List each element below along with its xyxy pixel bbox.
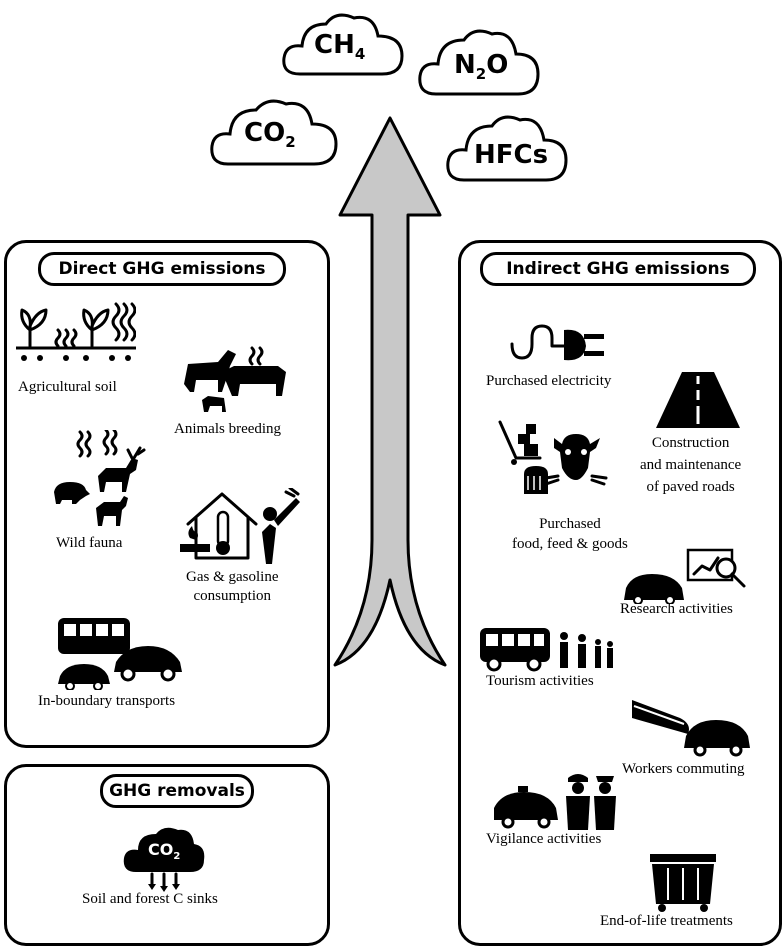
- ghg-removals-title: GHG removals: [100, 774, 254, 808]
- indirect-emissions-panel: [458, 240, 782, 946]
- label-tourism-activities: Tourism activities: [486, 673, 594, 689]
- gas-ch4: CH4: [314, 30, 366, 64]
- cloud-n2o: [418, 29, 540, 96]
- direct-emissions-title: Direct GHG emissions: [38, 252, 286, 286]
- agricultural-soil-icon: [16, 302, 136, 361]
- waste-container-icon: [650, 854, 716, 912]
- label-end-of-life: End-of-life treatments: [600, 913, 733, 929]
- label-vigilance-activities: Vigilance activities: [486, 831, 602, 847]
- vigilance-activities-icon: [494, 774, 616, 830]
- gas-hfcs: HFCs: [474, 140, 549, 170]
- label-soil-forest-sinks: Soil and forest C sinks: [82, 891, 218, 907]
- label-purchased-electricity: Purchased electricity: [486, 373, 612, 389]
- label-gas-gasoline: Gas & gasoline consumption: [186, 569, 279, 604]
- arrow-shape: [333, 116, 447, 667]
- indirect-emissions-title: Indirect GHG emissions: [480, 252, 756, 286]
- animals-breeding-icon: [184, 346, 286, 412]
- wild-fauna-icon: [54, 430, 146, 526]
- cloud-co2: [210, 99, 338, 166]
- research-activities-icon: [624, 548, 746, 604]
- label-wild-fauna: Wild fauna: [56, 535, 123, 551]
- emissions-arrow: [333, 116, 447, 667]
- paved-road-icon: [656, 372, 740, 428]
- label-agricultural-soil: Agricultural soil: [18, 379, 117, 395]
- label-animals-breeding: Animals breeding: [174, 421, 282, 437]
- label-in-boundary-transports: In-boundary transports: [38, 693, 176, 709]
- workers-commuting-icon: [632, 700, 750, 757]
- cloud-hfcs: [446, 115, 568, 182]
- co2-sink-label: CO2: [148, 840, 181, 863]
- gas-n2o: N2O: [454, 50, 509, 84]
- gas-consumption-icon: [180, 488, 300, 564]
- label-construction-roads: Construction and maintenance of paved ro…: [640, 435, 742, 495]
- label-workers-commuting: Workers commuting: [622, 761, 745, 777]
- label-purchased-food: Purchased food, feed & goods: [512, 516, 628, 552]
- tourism-activities-icon: [480, 628, 613, 672]
- gas-co2: CO2: [244, 118, 296, 152]
- label-research-activities: Research activities: [620, 601, 733, 617]
- co2-sink-cloud-icon: [123, 827, 205, 892]
- cloud-ch4: [282, 13, 404, 76]
- purchased-goods-icon: [498, 420, 608, 494]
- electric-plug-icon: [510, 324, 604, 361]
- in-boundary-transports-icon: [58, 618, 182, 690]
